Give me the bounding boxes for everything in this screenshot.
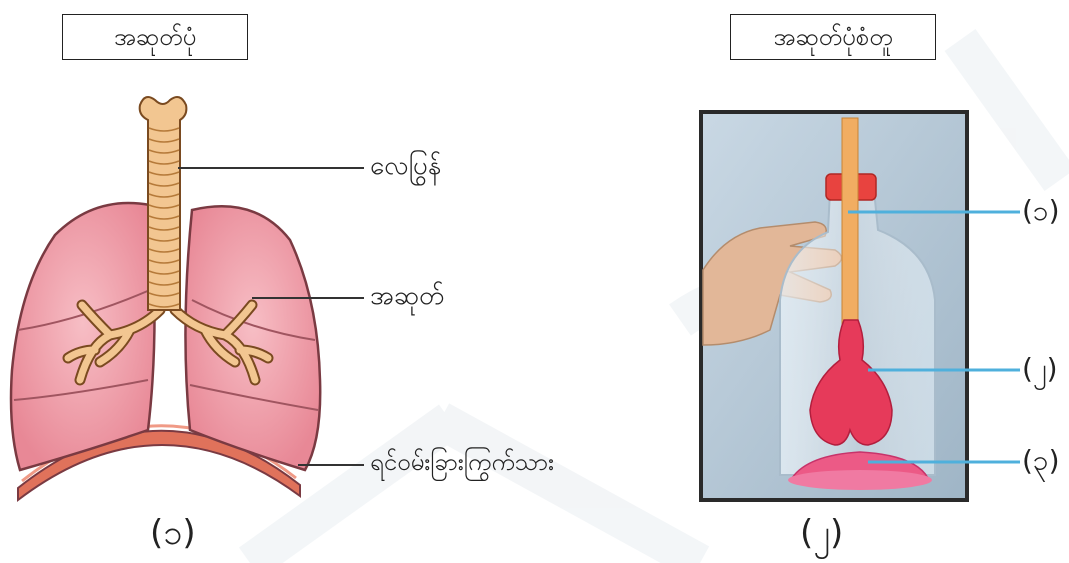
model-photo [701, 112, 967, 500]
label-diaphragm: ရင်ဝမ်းခြားကြွက်သား [370, 446, 554, 482]
left-lung [11, 203, 155, 470]
label-part-3: (၃) [1022, 442, 1060, 484]
straw [842, 118, 858, 340]
label-part-1: (၁) [1022, 192, 1060, 234]
left-caption: (၁) [150, 510, 196, 561]
right-caption: (၂) [800, 510, 843, 561]
label-trachea: လေပြွန် [370, 148, 441, 187]
label-lung: အဆုတ် [370, 278, 444, 317]
label-part-2: (၂) [1022, 350, 1058, 392]
